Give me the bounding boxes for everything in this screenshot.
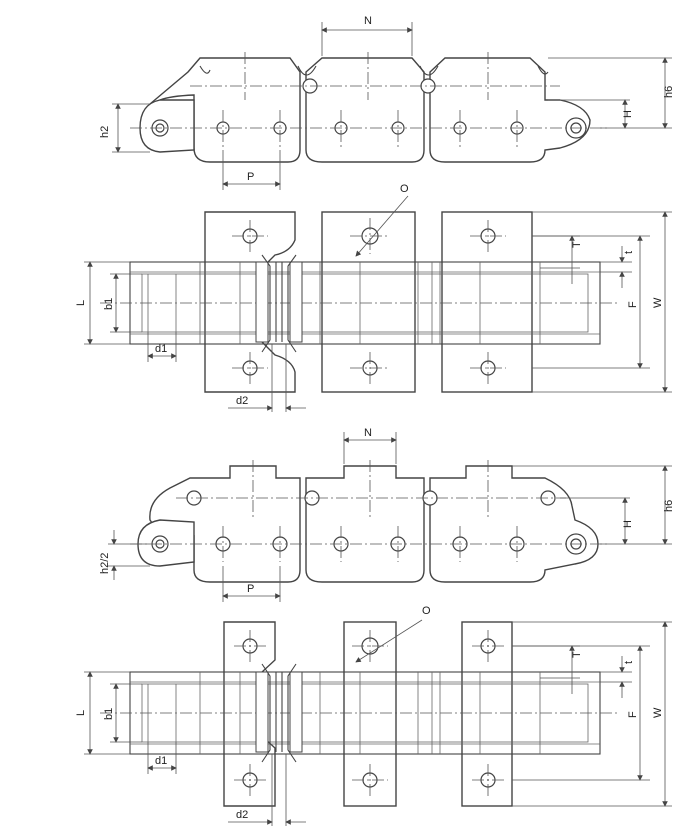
label-h2-half: h2/2: [99, 553, 111, 574]
label-h6-2: h6: [663, 500, 675, 512]
label-f-2: F: [627, 711, 639, 718]
label-t-lower: t: [623, 251, 635, 254]
label-d2: d2: [236, 395, 248, 407]
label-h6: h6: [663, 86, 675, 98]
label-d1: d1: [155, 343, 167, 355]
label-d2-2: d2: [236, 809, 248, 821]
label-b1-2: b1: [103, 708, 115, 720]
label-p-2: P: [247, 583, 254, 595]
side-view-1: N h6 H h2 P: [99, 15, 675, 190]
label-h-2: H: [622, 520, 634, 528]
label-o-2: O: [422, 605, 431, 617]
label-n: N: [364, 15, 372, 27]
label-d1-2: d1: [155, 755, 167, 767]
label-b1: b1: [103, 298, 115, 310]
label-l-2: L: [75, 710, 87, 716]
label-l: L: [75, 300, 87, 306]
label-t-upper-2: T: [571, 651, 583, 658]
label-h: H: [622, 110, 634, 118]
label-p: P: [247, 171, 254, 183]
label-o: O: [400, 183, 409, 195]
plan-view-1: O L b1 d1 d2 T t F: [75, 183, 672, 412]
label-w-2: W: [652, 707, 664, 718]
label-h2: h2: [99, 126, 111, 138]
label-w: W: [652, 297, 664, 308]
label-n-2: N: [364, 427, 372, 439]
label-f: F: [627, 301, 639, 308]
label-t-lower-2: t: [623, 661, 635, 664]
label-t-upper: T: [571, 241, 583, 248]
plan-view-2: O L b1 d1 d2 T t F: [75, 605, 672, 826]
side-view-2: N h6 H h2/2 P: [99, 427, 675, 602]
